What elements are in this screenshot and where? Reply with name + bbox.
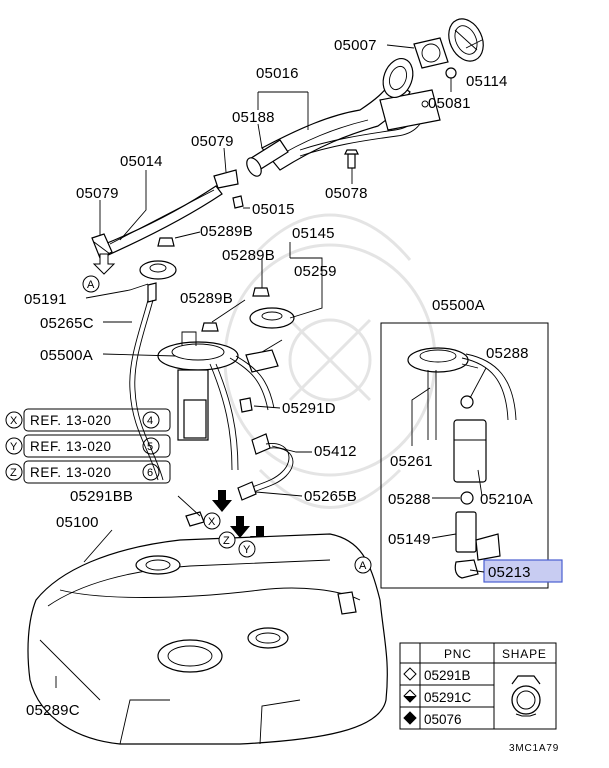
- legend-pnc-05291c: 05291C: [424, 690, 472, 705]
- svg-text:5: 5: [147, 441, 153, 453]
- label-05288-bottom: 05288: [388, 491, 431, 508]
- hose-clamp-shape-icon: [511, 675, 541, 717]
- circle-markers: A X Z Y A: [82, 275, 372, 574]
- half-diamond-icon: [403, 689, 417, 703]
- label-05014: 05014: [120, 153, 163, 170]
- marker-a-top: A: [87, 279, 95, 291]
- highlight-box-05213: [483, 559, 563, 583]
- label-05289b-3: 05289B: [180, 290, 233, 307]
- reference-list: X REF. 13-020 4 Y REF. 13-020 5 Z REF. 1…: [5, 408, 171, 484]
- legend-pnc-05076: 05076: [424, 712, 462, 727]
- reference-x: X REF. 13-020 4: [5, 408, 171, 432]
- label-05213: 05213: [488, 564, 531, 581]
- breather-hose: [91, 169, 244, 259]
- svg-text:Y: Y: [10, 441, 18, 453]
- marker-x: X: [208, 516, 216, 528]
- label-05078: 05078: [325, 185, 368, 202]
- fuel-pump-assembly-main: [157, 331, 275, 471]
- sender-unit-05191: [139, 260, 177, 303]
- svg-text:X: X: [10, 415, 18, 427]
- label-05100: 05100: [56, 514, 99, 531]
- marker-a-bottom: A: [359, 560, 367, 572]
- label-05007: 05007: [334, 37, 377, 54]
- solid-diamond-icon: [403, 711, 417, 725]
- label-05500a-left: 05500A: [40, 347, 93, 364]
- label-05288-top: 05288: [486, 345, 529, 362]
- label-05149: 05149: [388, 531, 431, 548]
- label-05015: 05015: [252, 201, 295, 218]
- diagram-code: 3MC1A79: [509, 743, 559, 754]
- part-labels: 05007 05114 05081 05016 05188 05079 0501…: [24, 37, 533, 719]
- filler-neck-assembly: [246, 18, 484, 177]
- label-05265b: 05265B: [304, 488, 357, 505]
- svg-text:REF. 13-020: REF. 13-020: [30, 413, 112, 428]
- label-05291bb: 05291BB: [70, 488, 133, 505]
- svg-text:Z: Z: [10, 467, 17, 479]
- gauge-unit-05259: [245, 307, 295, 373]
- legend-header-pnc: PNC: [444, 647, 472, 661]
- hollow-diamond-icon: [403, 667, 417, 681]
- svg-text:6: 6: [147, 467, 153, 479]
- legend-header-shape: SHAPE: [502, 647, 547, 661]
- label-05289b-2: 05289B: [222, 247, 275, 264]
- legend-pnc-05291b: 05291B: [424, 668, 471, 683]
- label-05191: 05191: [24, 291, 67, 308]
- label-05412: 05412: [314, 443, 357, 460]
- reference-y: Y REF. 13-020 5: [5, 434, 171, 458]
- label-05289c: 05289C: [26, 702, 80, 719]
- pnc-legend-table: PNC SHAPE 05291B 05291C 05076: [399, 642, 557, 730]
- svg-text:REF. 13-020: REF. 13-020: [30, 465, 112, 480]
- label-05016: 05016: [256, 65, 299, 82]
- marker-z: Z: [223, 535, 230, 547]
- label-05081: 05081: [428, 95, 471, 112]
- svg-text:REF. 13-020: REF. 13-020: [30, 439, 112, 454]
- marker-y: Y: [243, 544, 251, 556]
- label-05259: 05259: [294, 263, 337, 280]
- label-05114: 05114: [466, 73, 508, 90]
- hoses-05412-05265b: [237, 397, 294, 501]
- vapor-line-05265c: [129, 299, 159, 481]
- label-05291d: 05291D: [282, 400, 336, 417]
- label-05265c: 05265C: [40, 315, 94, 332]
- label-05079-top: 05079: [191, 133, 234, 150]
- label-05289b-1: 05289B: [200, 223, 253, 240]
- label-05145: 05145: [292, 225, 335, 242]
- fuel-tank-05100: [27, 511, 388, 745]
- label-05500a-box: 05500A: [432, 297, 485, 314]
- label-05261: 05261: [390, 453, 433, 470]
- detail-box-05500a: [380, 322, 549, 589]
- label-05210a: 05210A: [480, 491, 533, 508]
- svg-text:4: 4: [147, 415, 153, 427]
- reference-z: Z REF. 13-020 6: [5, 460, 171, 484]
- leader-lines: [55, 39, 487, 688]
- label-05079-left: 05079: [76, 185, 119, 202]
- label-05188: 05188: [232, 109, 275, 126]
